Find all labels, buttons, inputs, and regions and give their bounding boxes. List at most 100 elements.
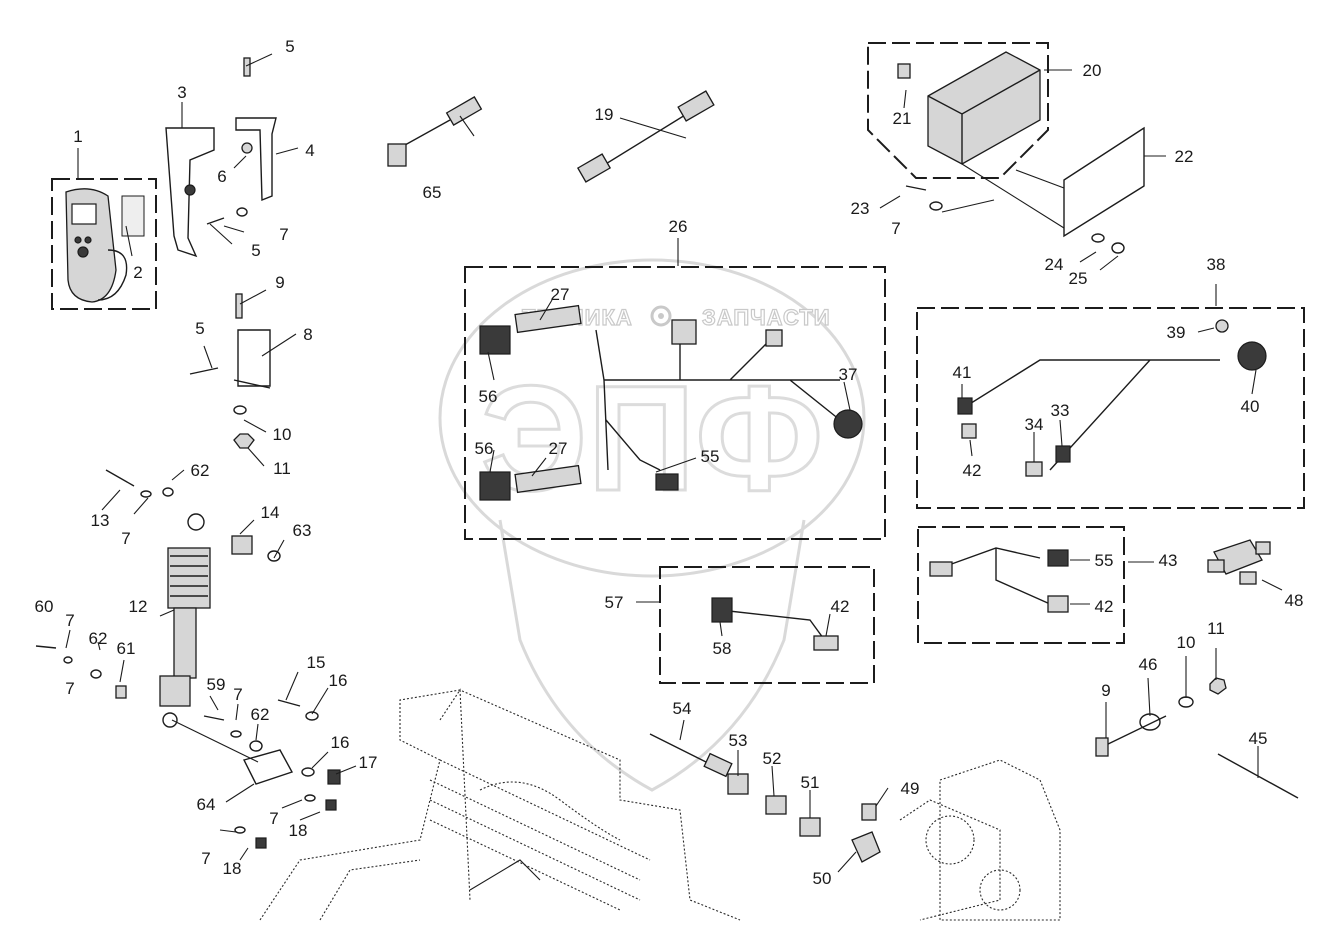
watermark-logo: ЭПФ: [481, 354, 824, 522]
callout-6: 6: [217, 167, 226, 186]
callout-38: 38: [1207, 255, 1226, 274]
callout-17: 17: [359, 753, 378, 772]
callout-7e: 7: [269, 809, 278, 828]
callout-16b: 16: [331, 733, 350, 752]
group-box-harness-38: [916, 307, 1305, 509]
callout-5a: 5: [285, 37, 294, 56]
callout-52: 52: [763, 749, 782, 768]
shock-absorber-part: [35, 469, 341, 849]
callout-37: 37: [839, 365, 858, 384]
machine-background: [259, 688, 1061, 921]
callout-50: 50: [813, 869, 832, 888]
callout-43: 43: [1159, 551, 1178, 570]
callout-64: 64: [197, 795, 216, 814]
callout-55b: 55: [1095, 551, 1114, 570]
callout-7b: 7: [121, 529, 130, 548]
callout-39: 39: [1167, 323, 1186, 342]
callout-42b: 42: [1095, 597, 1114, 616]
group-box-harness-57: [659, 566, 875, 684]
callout-5c: 5: [195, 319, 204, 338]
callout-1: 1: [73, 127, 82, 146]
harness-26-part: [479, 304, 863, 501]
callout-57: 57: [605, 593, 624, 612]
callout-20: 20: [1083, 61, 1102, 80]
callout-9a: 9: [275, 273, 284, 292]
callout-labels: 1 2 3 4 5 6 5 7 9 8 5 10 11 62 13 7 14 6…: [35, 37, 1304, 888]
callout-53: 53: [729, 731, 748, 750]
callout-46: 46: [1139, 655, 1158, 674]
tee-fitting-part: [1207, 539, 1271, 585]
callout-11a: 11: [273, 459, 291, 478]
callout-19: 19: [595, 105, 614, 124]
callout-41: 41: [953, 363, 972, 382]
callout-27a: 27: [551, 285, 570, 304]
callout-42c: 42: [831, 597, 850, 616]
callout-7c: 7: [65, 611, 74, 630]
callout-7a: 7: [279, 225, 288, 244]
callout-15: 15: [307, 653, 326, 672]
callout-58: 58: [713, 639, 732, 658]
cable-parts: [387, 90, 715, 183]
callout-34: 34: [1025, 415, 1044, 434]
gear-icon: [650, 305, 672, 327]
leader-lines: [65, 53, 1283, 873]
harness-43-part: [929, 547, 1069, 613]
callout-16a: 16: [329, 671, 348, 690]
callout-18a: 18: [289, 821, 308, 840]
bracket-8-part: [189, 293, 271, 449]
callout-54: 54: [673, 699, 692, 718]
callout-62b: 62: [89, 629, 108, 648]
group-box-remote: [51, 178, 157, 310]
callout-65: 65: [423, 183, 442, 202]
harness-57-part: [711, 597, 839, 651]
callout-23: 23: [851, 199, 870, 218]
group-box-harness-26: [464, 266, 886, 540]
callout-12: 12: [129, 597, 148, 616]
callout-3: 3: [177, 83, 186, 102]
callout-55a: 55: [701, 447, 720, 466]
callout-42a: 42: [963, 461, 982, 480]
callout-40: 40: [1241, 397, 1260, 416]
callout-26: 26: [669, 217, 688, 236]
group-box-harness-43: [917, 526, 1125, 644]
callout-56a: 56: [479, 387, 498, 406]
callout-18b: 18: [223, 859, 242, 878]
callout-62a: 62: [191, 461, 210, 480]
callout-14: 14: [261, 503, 280, 522]
callout-13: 13: [91, 511, 110, 530]
callout-10b: 10: [1177, 633, 1196, 652]
hardware-right-part: [1095, 677, 1299, 799]
callout-60: 60: [35, 597, 54, 616]
callout-24: 24: [1045, 255, 1064, 274]
bracket-part: [165, 57, 277, 258]
callout-49: 49: [901, 779, 920, 798]
callout-7h: 7: [65, 679, 74, 698]
controller-part: [897, 51, 1145, 254]
callout-62c: 62: [251, 705, 270, 724]
watermark-text-2: ЗАПЧАСТИ: [702, 305, 831, 330]
callout-21: 21: [893, 109, 912, 128]
callout-8: 8: [303, 325, 312, 344]
callout-4: 4: [305, 141, 314, 160]
callout-9b: 9: [1101, 681, 1110, 700]
callout-27b: 27: [549, 439, 568, 458]
callout-25: 25: [1069, 269, 1088, 288]
hydraulic-line-part: [649, 733, 881, 863]
group-box-controller: [867, 42, 1049, 179]
callout-5b: 5: [251, 241, 260, 260]
harness-38-part: [957, 319, 1267, 477]
callout-63: 63: [293, 521, 312, 540]
callout-51: 51: [801, 773, 820, 792]
callout-59: 59: [207, 675, 226, 694]
callout-48: 48: [1285, 591, 1304, 610]
watermark: ТЕХНИКА ЗАПЧАСТИ ЭПФ: [438, 258, 866, 792]
callout-61: 61: [117, 639, 136, 658]
callout-7d: 7: [233, 685, 242, 704]
callout-7f: 7: [201, 849, 210, 868]
callout-11b: 11: [1207, 619, 1225, 638]
callout-10a: 10: [273, 425, 292, 444]
callout-7g: 7: [891, 219, 900, 238]
callout-22: 22: [1175, 147, 1194, 166]
callout-56b: 56: [475, 439, 494, 458]
